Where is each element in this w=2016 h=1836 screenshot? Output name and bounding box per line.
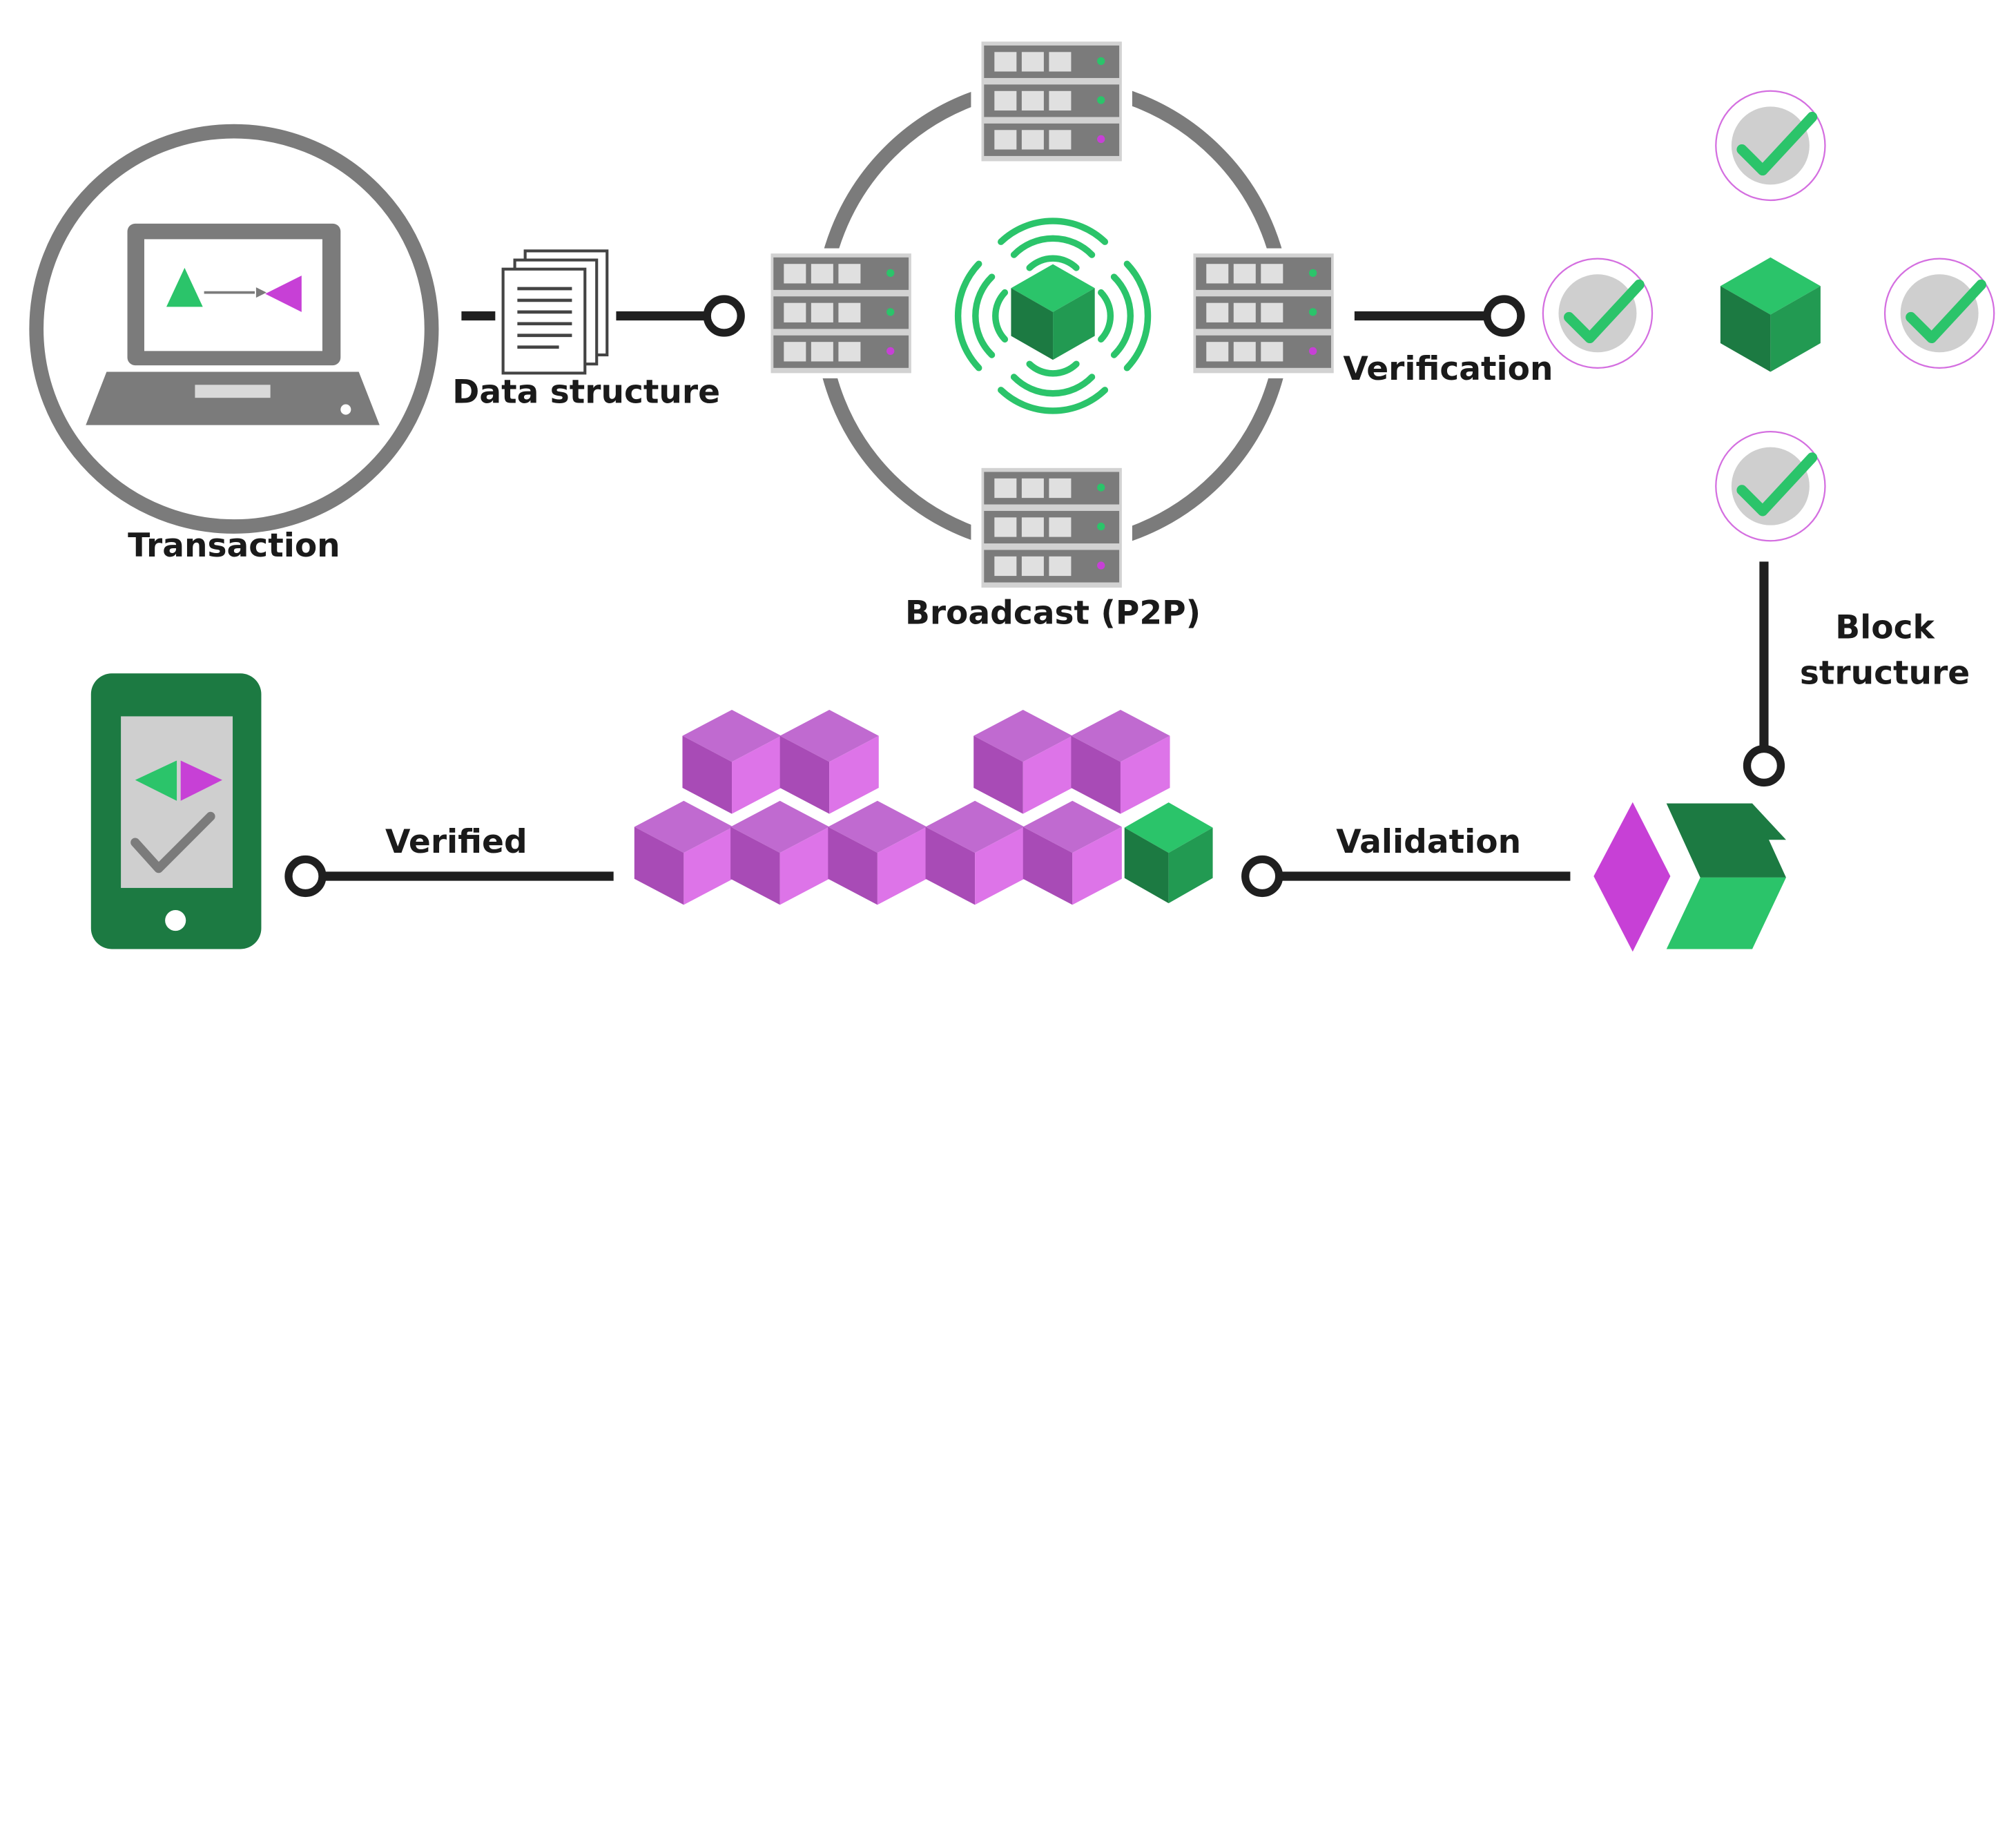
- broadcast-waves-icon: [1001, 221, 1105, 268]
- mobile-phone-icon: [90, 673, 262, 949]
- label-broadcast: Broadcast (P2P): [904, 594, 1201, 632]
- laptop-icon: [29, 124, 439, 534]
- cube-icon: [828, 800, 927, 905]
- server-rack-icon: [971, 36, 1132, 166]
- connector-node: [1483, 295, 1525, 337]
- connector-node: [1743, 744, 1785, 787]
- check-circle-icon: [1716, 91, 1825, 200]
- label-transaction: Transaction: [128, 526, 340, 565]
- cube-chain: [634, 710, 1213, 905]
- broadcast-waves-icon: [1001, 364, 1105, 411]
- cube-icon: [730, 800, 830, 905]
- connector-node: [1241, 855, 1283, 898]
- document-stack-icon: [501, 249, 609, 375]
- connector-node: [703, 295, 745, 337]
- cube-icon: [779, 710, 879, 814]
- cube-icon: [925, 800, 1025, 905]
- label-verification: Verification: [1343, 349, 1553, 388]
- cube-icon: [1022, 800, 1122, 905]
- blockchain-diagram: [29, 36, 2016, 952]
- chevron-icon: [1666, 803, 1786, 949]
- cube-icon: [1011, 264, 1095, 360]
- cube-icon: [1124, 802, 1213, 904]
- label-data-structure: Data structure: [452, 373, 721, 411]
- diamond-icon: [1593, 802, 1671, 952]
- check-circle-icon: [1716, 432, 1825, 541]
- cube-icon: [1720, 257, 1821, 372]
- server-rack-icon: [971, 463, 1132, 593]
- connector-node: [284, 855, 327, 898]
- check-circle-icon: [1543, 259, 1652, 368]
- server-rack-icon: [760, 248, 922, 378]
- cube-icon: [682, 710, 782, 814]
- broadcast-waves-icon: [958, 264, 1005, 368]
- cube-icon: [634, 800, 733, 905]
- cube-icon: [1071, 710, 1170, 814]
- broadcast-waves-icon: [1101, 264, 1148, 368]
- label-verified: Verified: [385, 822, 527, 861]
- label-validation: Validation: [1336, 822, 1522, 861]
- check-circle-icon: [1885, 259, 1994, 368]
- label-block-structure-line1: Block: [1835, 608, 1935, 646]
- label-block-structure-line2: structure: [1799, 654, 1970, 692]
- server-rack-icon: [1183, 248, 1344, 378]
- cube-icon: [973, 710, 1073, 814]
